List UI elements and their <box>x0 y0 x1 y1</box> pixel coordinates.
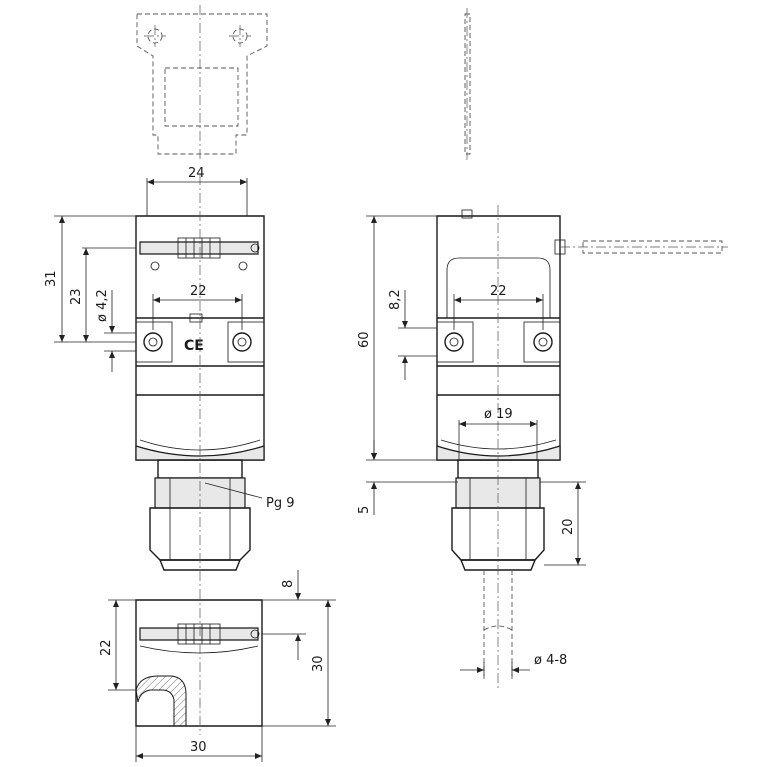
actuator-side-view <box>464 8 471 160</box>
switch-side-view <box>436 205 728 690</box>
dim-height-31: 31 <box>44 270 59 287</box>
dim-cable-range: ø 4-8 <box>534 653 567 668</box>
actuator-front-view <box>136 5 268 160</box>
bottom-view-dimensions: 30 8 22 30 <box>99 570 336 762</box>
dim-bore-19: ø 19 <box>484 407 513 422</box>
dim-bottom-22: 22 <box>99 639 114 656</box>
dim-hole-spacing-side: 22 <box>490 284 507 299</box>
dim-offset-8-2: 8,2 <box>388 289 403 310</box>
label-gland-thread: Pg 9 <box>266 496 295 511</box>
dim-height-23: 23 <box>69 288 84 305</box>
dim-gland-20: 20 <box>561 518 576 535</box>
dim-bottom-8: 8 <box>281 580 296 588</box>
dim-hole-spacing-front: 22 <box>190 284 207 299</box>
dim-gap-5: 5 <box>357 506 372 514</box>
switch-front-view: CE <box>135 175 265 590</box>
dim-hole-diameter: ø 4,2 <box>95 289 110 322</box>
dim-top-width: 24 <box>188 166 205 181</box>
dim-bottom-30-horizontal: 30 <box>190 740 207 755</box>
dim-bottom-30-vertical: 30 <box>311 655 326 672</box>
switch-bottom-view <box>135 590 263 735</box>
ce-mark: CE <box>184 338 204 354</box>
side-view-dimensions: 60 8,2 22 ø 19 5 20 ø 4-8 <box>357 215 586 676</box>
front-view-dimensions: 24 31 23 ø 4,2 22 Pg 9 <box>44 166 295 511</box>
dim-total-height: 60 <box>357 331 372 348</box>
